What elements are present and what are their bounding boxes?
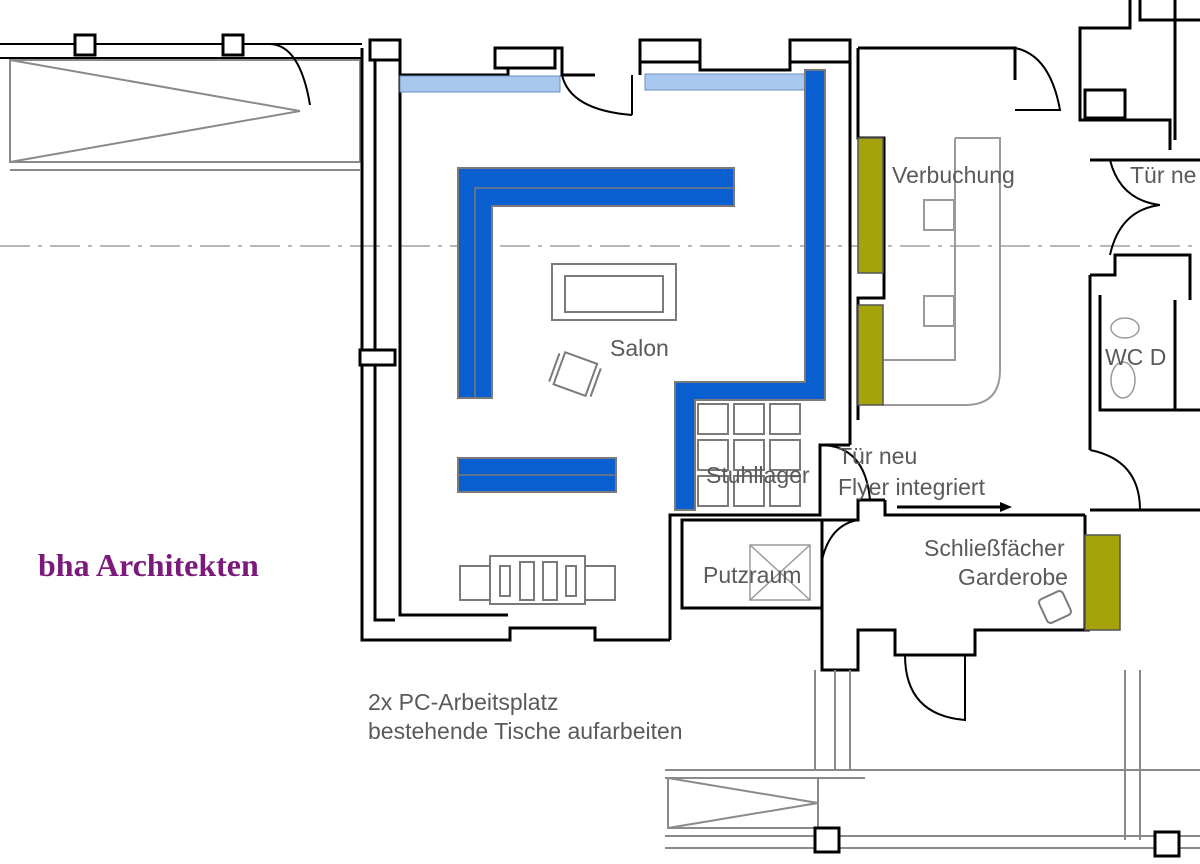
shelf-divider-lines	[458, 187, 734, 476]
post-4	[1153, 830, 1181, 858]
existing-stair-bottom	[665, 670, 1200, 849]
putzraum-sink	[749, 544, 811, 601]
door-swings	[819, 47, 1161, 722]
label-stuhllager: Stuhllager	[706, 462, 810, 488]
window-sill-left	[399, 75, 561, 93]
label-flyer: Flyer integriert	[838, 474, 986, 500]
label-salon: Salon	[610, 335, 669, 361]
label-schliessfaecher: Schließfächer	[924, 535, 1065, 561]
label-tuer-neu: Tür neu	[838, 443, 917, 469]
label-tuer-neu-top: Tür ne	[1130, 162, 1196, 188]
post-3	[813, 826, 841, 854]
label-verbuchung: Verbuchung	[892, 162, 1015, 188]
post-2	[221, 33, 245, 57]
label-putzraum: Putzraum	[703, 562, 801, 588]
lockers-verbuchung-top	[857, 137, 884, 274]
wc-fixtures	[1110, 317, 1140, 399]
sofa	[551, 263, 677, 321]
garderobe-chair	[1038, 590, 1072, 624]
verbuchung-counter	[882, 137, 1001, 406]
flyer-arrow	[897, 502, 1012, 512]
brand-logo: bha Architekten	[38, 547, 259, 583]
note-pc-line2: bestehende Tische aufarbeiten	[368, 718, 683, 744]
chair-storage-grid	[697, 403, 801, 507]
lockers-verbuchung-bottom	[857, 304, 884, 406]
label-wc: WC D	[1105, 344, 1166, 370]
window-frames	[358, 38, 1127, 367]
door-swing-top-left	[269, 43, 311, 106]
door-swing-top-salon	[561, 74, 633, 116]
existing-stair-top-left	[0, 43, 362, 171]
lockers-garderobe	[1084, 534, 1121, 631]
window-sill-right	[644, 73, 806, 91]
armchair	[548, 350, 602, 398]
pc-desks	[459, 555, 616, 605]
label-garderobe: Garderobe	[958, 564, 1068, 590]
post-1	[73, 33, 97, 57]
note-pc-line1: 2x PC-Arbeitsplatz	[368, 689, 558, 715]
